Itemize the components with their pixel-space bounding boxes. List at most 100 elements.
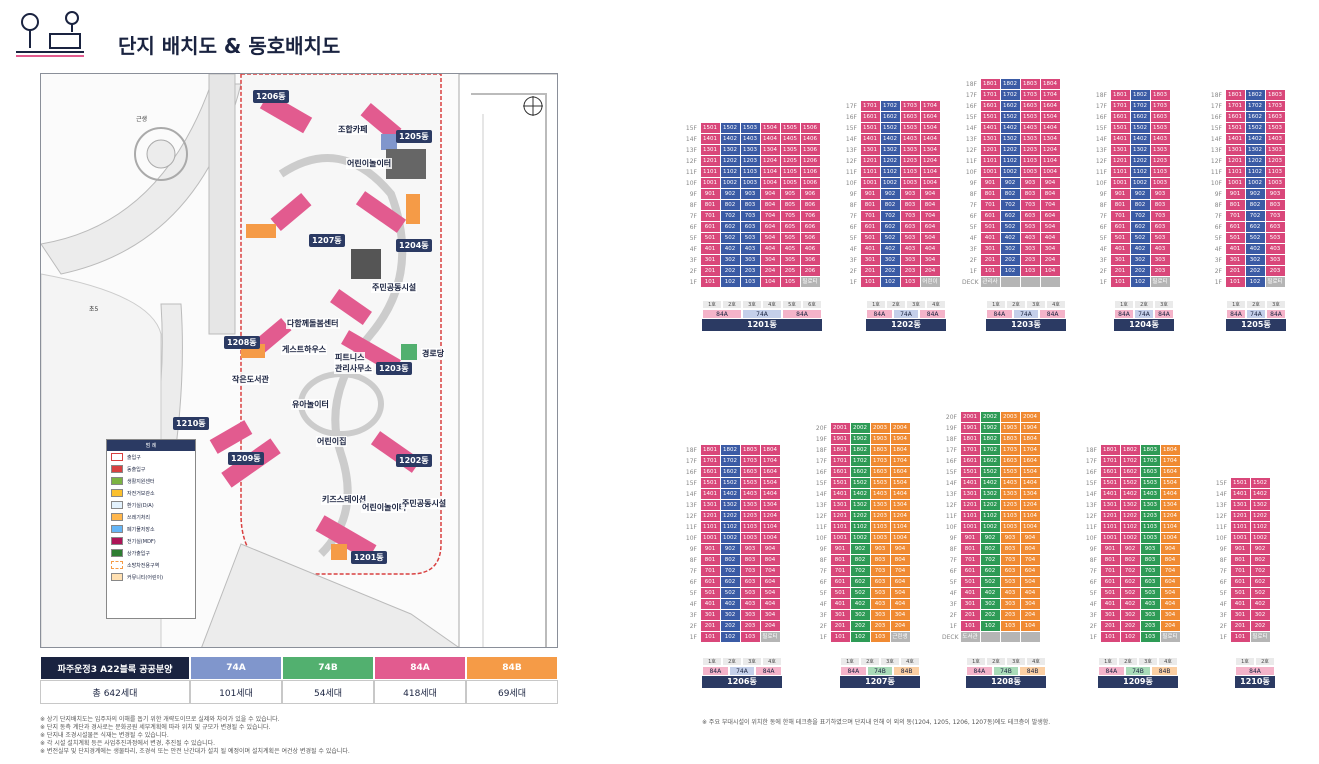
unit-cell[interactable]: 1801 [960,434,980,444]
unit-cell[interactable]: 1302 [1245,145,1265,155]
unit-cell[interactable]: 604 [760,222,780,232]
unit-cell[interactable]: 704 [890,566,910,576]
unit-cell[interactable]: 1103 [740,167,760,177]
unit-cell[interactable]: 904 [890,544,910,554]
unit-cell[interactable]: 801 [700,200,720,210]
unit-cell[interactable]: 901 [980,178,1000,188]
unit-cell[interactable]: 901 [1230,544,1250,554]
unit-cell[interactable]: 1202 [850,511,870,521]
unit-cell[interactable]: 1102 [720,522,740,532]
unit-cell[interactable]: 1304 [1040,134,1060,144]
unit-cell[interactable]: 703 [1140,566,1160,576]
unit-cell[interactable]: 701 [830,566,850,576]
unit-cell[interactable]: 1303 [1020,134,1040,144]
unit-cell[interactable]: 903 [1150,189,1170,199]
unit-cell[interactable]: 1204 [1040,145,1060,155]
unit-cell[interactable]: 1402 [850,489,870,499]
unit-cell[interactable]: 403 [1000,588,1020,598]
unit-cell[interactable]: 1702 [1000,90,1020,100]
unit-cell[interactable]: 1002 [1120,533,1140,543]
unit-cell[interactable]: 1601 [980,101,1000,111]
unit-cell[interactable]: 501 [980,222,1000,232]
unit-cell[interactable]: 202 [720,621,740,631]
unit-cell[interactable]: 1103 [870,522,890,532]
unit-cell[interactable]: 1604 [920,112,940,122]
unit-cell[interactable]: 1004 [1020,522,1040,532]
unit-cell[interactable]: 102 [980,621,1000,631]
unit-cell[interactable]: 1403 [740,134,760,144]
unit-cell[interactable]: 204 [760,266,780,276]
unit-cell[interactable]: 203 [1020,255,1040,265]
unit-cell[interactable]: 602 [850,577,870,587]
unit-cell[interactable]: 703 [1020,200,1040,210]
unit-cell[interactable]: 102 [1245,277,1265,287]
unit-cell[interactable]: 1602 [880,112,900,122]
unit-cell[interactable]: 603 [1150,222,1170,232]
unit-cell[interactable]: 602 [1130,222,1150,232]
unit-cell[interactable]: 1401 [860,134,880,144]
unit-cell[interactable]: 1603 [1000,456,1020,466]
unit-cell[interactable]: 1106 [800,167,820,177]
unit-cell[interactable]: 402 [1130,244,1150,254]
unit-cell[interactable]: 604 [920,222,940,232]
unit-cell[interactable]: 1501 [700,123,720,133]
unit-cell[interactable]: 1703 [740,456,760,466]
unit-cell[interactable]: 202 [1130,266,1150,276]
unit-cell[interactable]: 1801 [1100,445,1120,455]
unit-cell[interactable]: 703 [1150,211,1170,221]
unit-cell[interactable]: 1002 [850,533,870,543]
unit-cell[interactable]: 403 [1020,233,1040,243]
unit-cell[interactable]: 304 [890,610,910,620]
unit-cell[interactable]: 1503 [740,478,760,488]
unit-cell[interactable]: 1003 [740,178,760,188]
unit-cell[interactable]: 1204 [760,156,780,166]
unit-cell[interactable]: 801 [860,200,880,210]
unit-cell[interactable]: 304 [760,255,780,265]
unit-cell[interactable]: 1702 [1245,101,1265,111]
unit-cell[interactable]: 1701 [1110,101,1130,111]
building-label-1205[interactable]: 1205동 [396,130,432,143]
unit-cell[interactable] [1020,632,1040,642]
unit-cell[interactable]: 202 [1120,621,1140,631]
unit-cell[interactable]: 701 [700,211,720,221]
unit-cell[interactable]: 1504 [1020,467,1040,477]
unit-cell[interactable]: 404 [1160,599,1180,609]
unit-cell[interactable]: 703 [740,211,760,221]
unit-cell[interactable]: 1001 [860,178,880,188]
unit-cell[interactable]: 1103 [1000,511,1020,521]
unit-cell[interactable]: 805 [780,200,800,210]
unit-cell[interactable]: 801 [980,189,1000,199]
unit-cell[interactable]: 502 [1130,233,1150,243]
unit-cell[interactable]: 902 [1000,178,1020,188]
unit-cell[interactable]: 1101 [860,167,880,177]
unit-cell[interactable]: 802 [1130,200,1150,210]
unit-cell[interactable]: 1501 [700,478,720,488]
unit-cell[interactable]: 901 [1110,189,1130,199]
unit-cell[interactable]: 1304 [1020,489,1040,499]
unit-cell[interactable]: 1701 [980,90,1000,100]
unit-cell[interactable]: 2002 [980,412,1000,422]
unit-cell[interactable]: 902 [850,544,870,554]
unit-cell[interactable]: 502 [850,588,870,598]
unit-cell[interactable]: 702 [1000,200,1020,210]
unit-cell[interactable]: 303 [740,255,760,265]
unit-cell[interactable]: 1306 [800,145,820,155]
unit-cell[interactable]: 1503 [900,123,920,133]
unit-cell[interactable]: 505 [780,233,800,243]
unit-cell[interactable]: 1501 [1100,478,1120,488]
unit-cell[interactable]: 1703 [900,101,920,111]
unit-cell[interactable]: 902 [1245,189,1265,199]
unit-cell[interactable]: 1304 [760,145,780,155]
unit-cell[interactable]: 703 [1000,555,1020,565]
unit-cell[interactable]: 604 [890,577,910,587]
unit-cell[interactable]: 702 [1120,566,1140,576]
unit-cell[interactable]: 1502 [880,123,900,133]
unit-cell[interactable]: 1401 [700,489,720,499]
unit-cell[interactable]: 1703 [1140,456,1160,466]
unit-cell[interactable]: 501 [1110,233,1130,243]
unit-cell[interactable]: 704 [760,211,780,221]
unit-cell[interactable]: 1303 [900,145,920,155]
unit-cell[interactable]: 1003 [1150,178,1170,188]
unit-cell[interactable]: 1103 [1265,167,1285,177]
unit-cell[interactable]: 1303 [1265,145,1285,155]
